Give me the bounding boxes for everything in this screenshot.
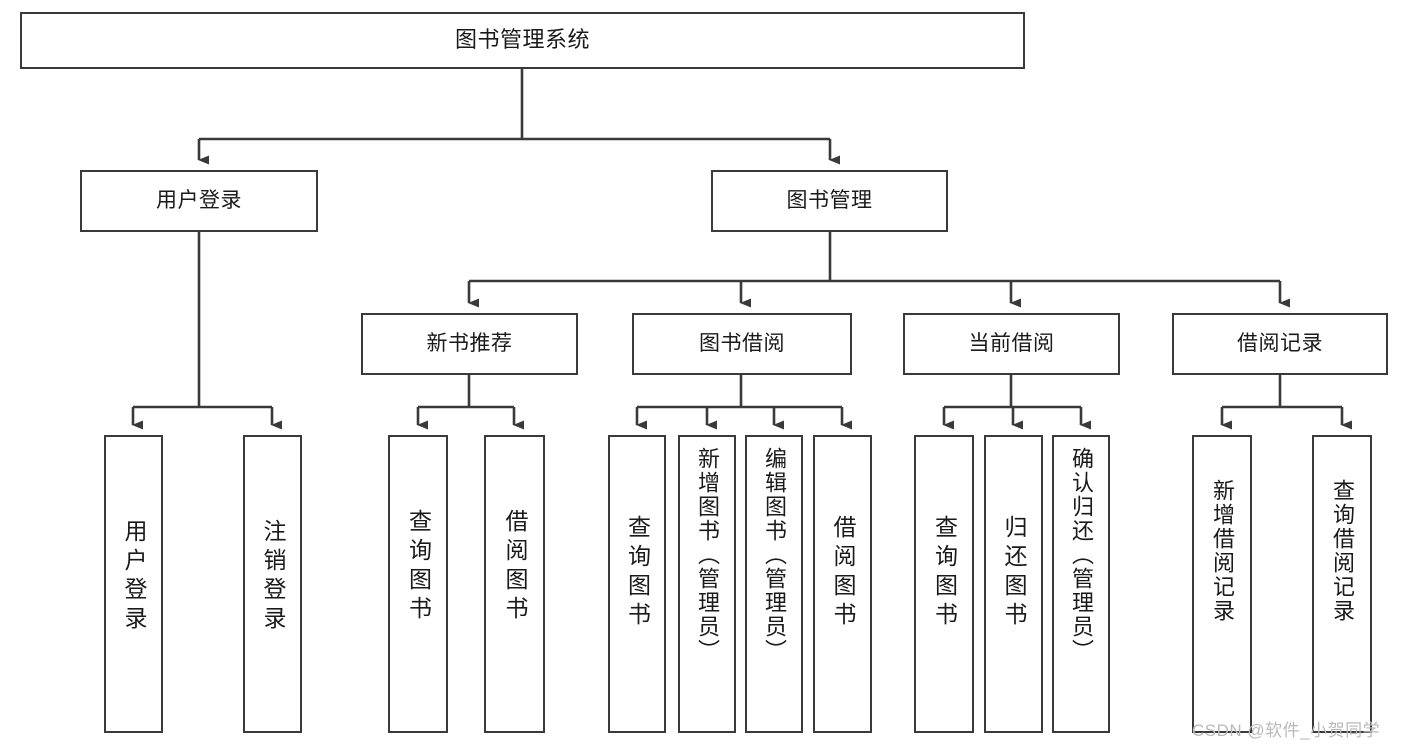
watermark: CSDN @软件_小贺同学 — [1192, 721, 1381, 740]
node-leaf-query-book-2[interactable]: 查询图书 — [608, 435, 666, 733]
node-borrow-record[interactable]: 借阅记录 — [1172, 313, 1388, 375]
node-leaf-query-record-label: 查询借阅记录 — [1330, 479, 1355, 623]
node-book-borrow[interactable]: 图书借阅 — [632, 313, 852, 375]
node-leaf-query-book-1-label: 查询图书 — [405, 509, 432, 625]
node-leaf-user-login[interactable]: 用户登录 — [104, 435, 163, 733]
node-leaf-confirm-return-label: 确认归还（管理员） — [1069, 447, 1094, 663]
node-leaf-add-book-label: 新增图书（管理员） — [695, 447, 720, 663]
node-leaf-query-book-3-label: 查询图书 — [931, 515, 958, 631]
node-leaf-query-book-3[interactable]: 查询图书 — [914, 435, 974, 733]
node-user-login-label: 用户登录 — [156, 189, 242, 213]
node-leaf-return-book-label: 归还图书 — [1001, 515, 1027, 631]
node-new-book-rec[interactable]: 新书推荐 — [361, 313, 578, 375]
node-leaf-query-book-2-label: 查询图书 — [624, 515, 651, 631]
node-leaf-edit-book[interactable]: 编辑图书（管理员） — [745, 435, 803, 733]
node-leaf-user-login-label: 用户登录 — [121, 519, 147, 635]
node-leaf-add-book[interactable]: 新增图书（管理员） — [678, 435, 736, 733]
node-leaf-confirm-return[interactable]: 确认归还（管理员） — [1052, 435, 1110, 733]
node-leaf-return-book[interactable]: 归还图书 — [984, 435, 1043, 733]
node-leaf-add-record-label: 新增借阅记录 — [1210, 479, 1235, 623]
node-current-borrow-label: 当前借阅 — [968, 332, 1055, 356]
node-leaf-query-record[interactable]: 查询借阅记录 — [1312, 435, 1372, 733]
node-borrow-record-label: 借阅记录 — [1237, 332, 1323, 356]
node-leaf-borrow-book-2[interactable]: 借阅图书 — [813, 435, 872, 733]
node-leaf-borrow-book-2-label: 借阅图书 — [830, 515, 856, 631]
node-new-book-rec-label: 新书推荐 — [426, 332, 513, 356]
node-book-manage-label: 图书管理 — [786, 189, 873, 213]
node-leaf-borrow-book-1[interactable]: 借阅图书 — [484, 435, 545, 733]
node-leaf-logout-label: 注销登录 — [260, 519, 286, 635]
node-leaf-add-record[interactable]: 新增借阅记录 — [1192, 435, 1252, 733]
node-current-borrow[interactable]: 当前借阅 — [903, 313, 1120, 375]
node-book-borrow-label: 图书借阅 — [699, 332, 785, 356]
node-leaf-edit-book-label: 编辑图书（管理员） — [762, 447, 787, 663]
node-root-label: 图书管理系统 — [454, 27, 590, 53]
node-leaf-query-book-1[interactable]: 查询图书 — [388, 435, 448, 733]
node-leaf-borrow-book-1-label: 借阅图书 — [502, 509, 528, 625]
node-root[interactable]: 图书管理系统 — [20, 12, 1025, 69]
node-book-manage[interactable]: 图书管理 — [711, 170, 948, 232]
node-leaf-logout[interactable]: 注销登录 — [243, 435, 302, 733]
node-user-login[interactable]: 用户登录 — [80, 170, 318, 232]
